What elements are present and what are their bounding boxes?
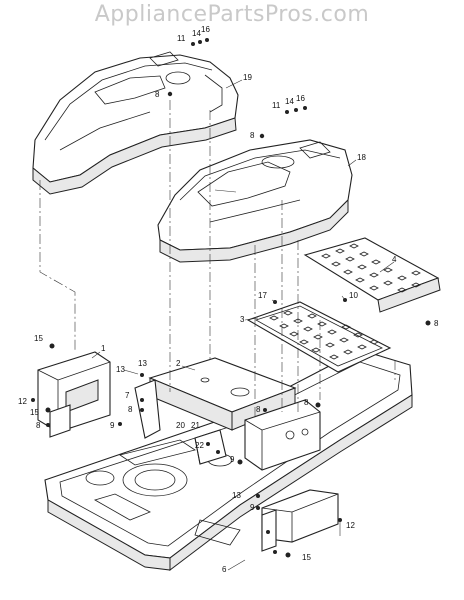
callout-12-left: 12 xyxy=(18,397,27,406)
bracket-7 xyxy=(134,379,161,439)
callout-11-mid: 11 xyxy=(272,101,281,110)
callout-8-left: 8 xyxy=(36,421,41,430)
callout-8-top: 8 xyxy=(155,90,160,99)
callouts: 1 2 3 4 6 7 8 8 8 8 8 8 8 9 9 9 10 11 11… xyxy=(18,25,439,574)
callout-16-top: 16 xyxy=(201,25,210,34)
bracket-20 xyxy=(194,429,227,465)
callout-13-c: 13 xyxy=(232,491,241,500)
callout-8-bracket: 8 xyxy=(128,405,133,414)
callout-21: 21 xyxy=(191,421,200,430)
callout-4: 4 xyxy=(392,255,397,264)
callout-3: 3 xyxy=(240,315,245,324)
foot-plate-4 xyxy=(303,237,441,313)
callout-20: 20 xyxy=(176,421,185,430)
callout-22: 22 xyxy=(195,441,204,450)
bracket-right-lower xyxy=(261,489,339,552)
callout-13-b: 13 xyxy=(116,365,125,374)
callout-15-mid: 15 xyxy=(30,408,39,417)
callout-8-mid: 8 xyxy=(250,131,255,140)
callout-11-top: 11 xyxy=(177,34,186,43)
callout-10: 10 xyxy=(349,291,358,300)
callout-19: 19 xyxy=(243,73,252,82)
callout-8-right: 8 xyxy=(434,319,439,328)
callout-8-center: 8 xyxy=(256,405,261,414)
callout-14-mid: 14 xyxy=(285,97,294,106)
foot-plate-3 xyxy=(246,301,392,373)
body-shroud-19 xyxy=(32,51,239,195)
callout-8-support: 8 xyxy=(304,398,309,407)
callout-9-lower: 9 xyxy=(250,503,255,512)
callout-9-center: 9 xyxy=(230,455,235,464)
watermark: AppliancePartsPros.com xyxy=(94,2,370,27)
callout-9-left: 9 xyxy=(110,421,115,430)
callout-1: 1 xyxy=(101,344,106,353)
callout-15-left: 15 xyxy=(34,334,43,343)
body-shroud-18 xyxy=(157,139,353,263)
callout-16-mid: 16 xyxy=(296,94,305,103)
plate-3-pattern xyxy=(269,310,379,360)
callout-14-top: 14 xyxy=(192,29,201,38)
bracket-left xyxy=(37,351,111,438)
callout-13-a: 13 xyxy=(138,359,147,368)
frame-assembly xyxy=(44,349,413,572)
callout-18: 18 xyxy=(357,153,366,162)
callout-15-right: 15 xyxy=(302,553,311,562)
seat-support xyxy=(244,399,321,471)
callout-7: 7 xyxy=(125,391,130,400)
plate-4-pattern xyxy=(321,243,421,293)
callout-6: 6 xyxy=(222,565,227,574)
callout-12-right: 12 xyxy=(346,521,355,530)
callout-17: 17 xyxy=(258,291,267,300)
leader-lines xyxy=(91,79,395,571)
alignment-lines xyxy=(39,100,396,420)
callout-2: 2 xyxy=(176,359,181,368)
